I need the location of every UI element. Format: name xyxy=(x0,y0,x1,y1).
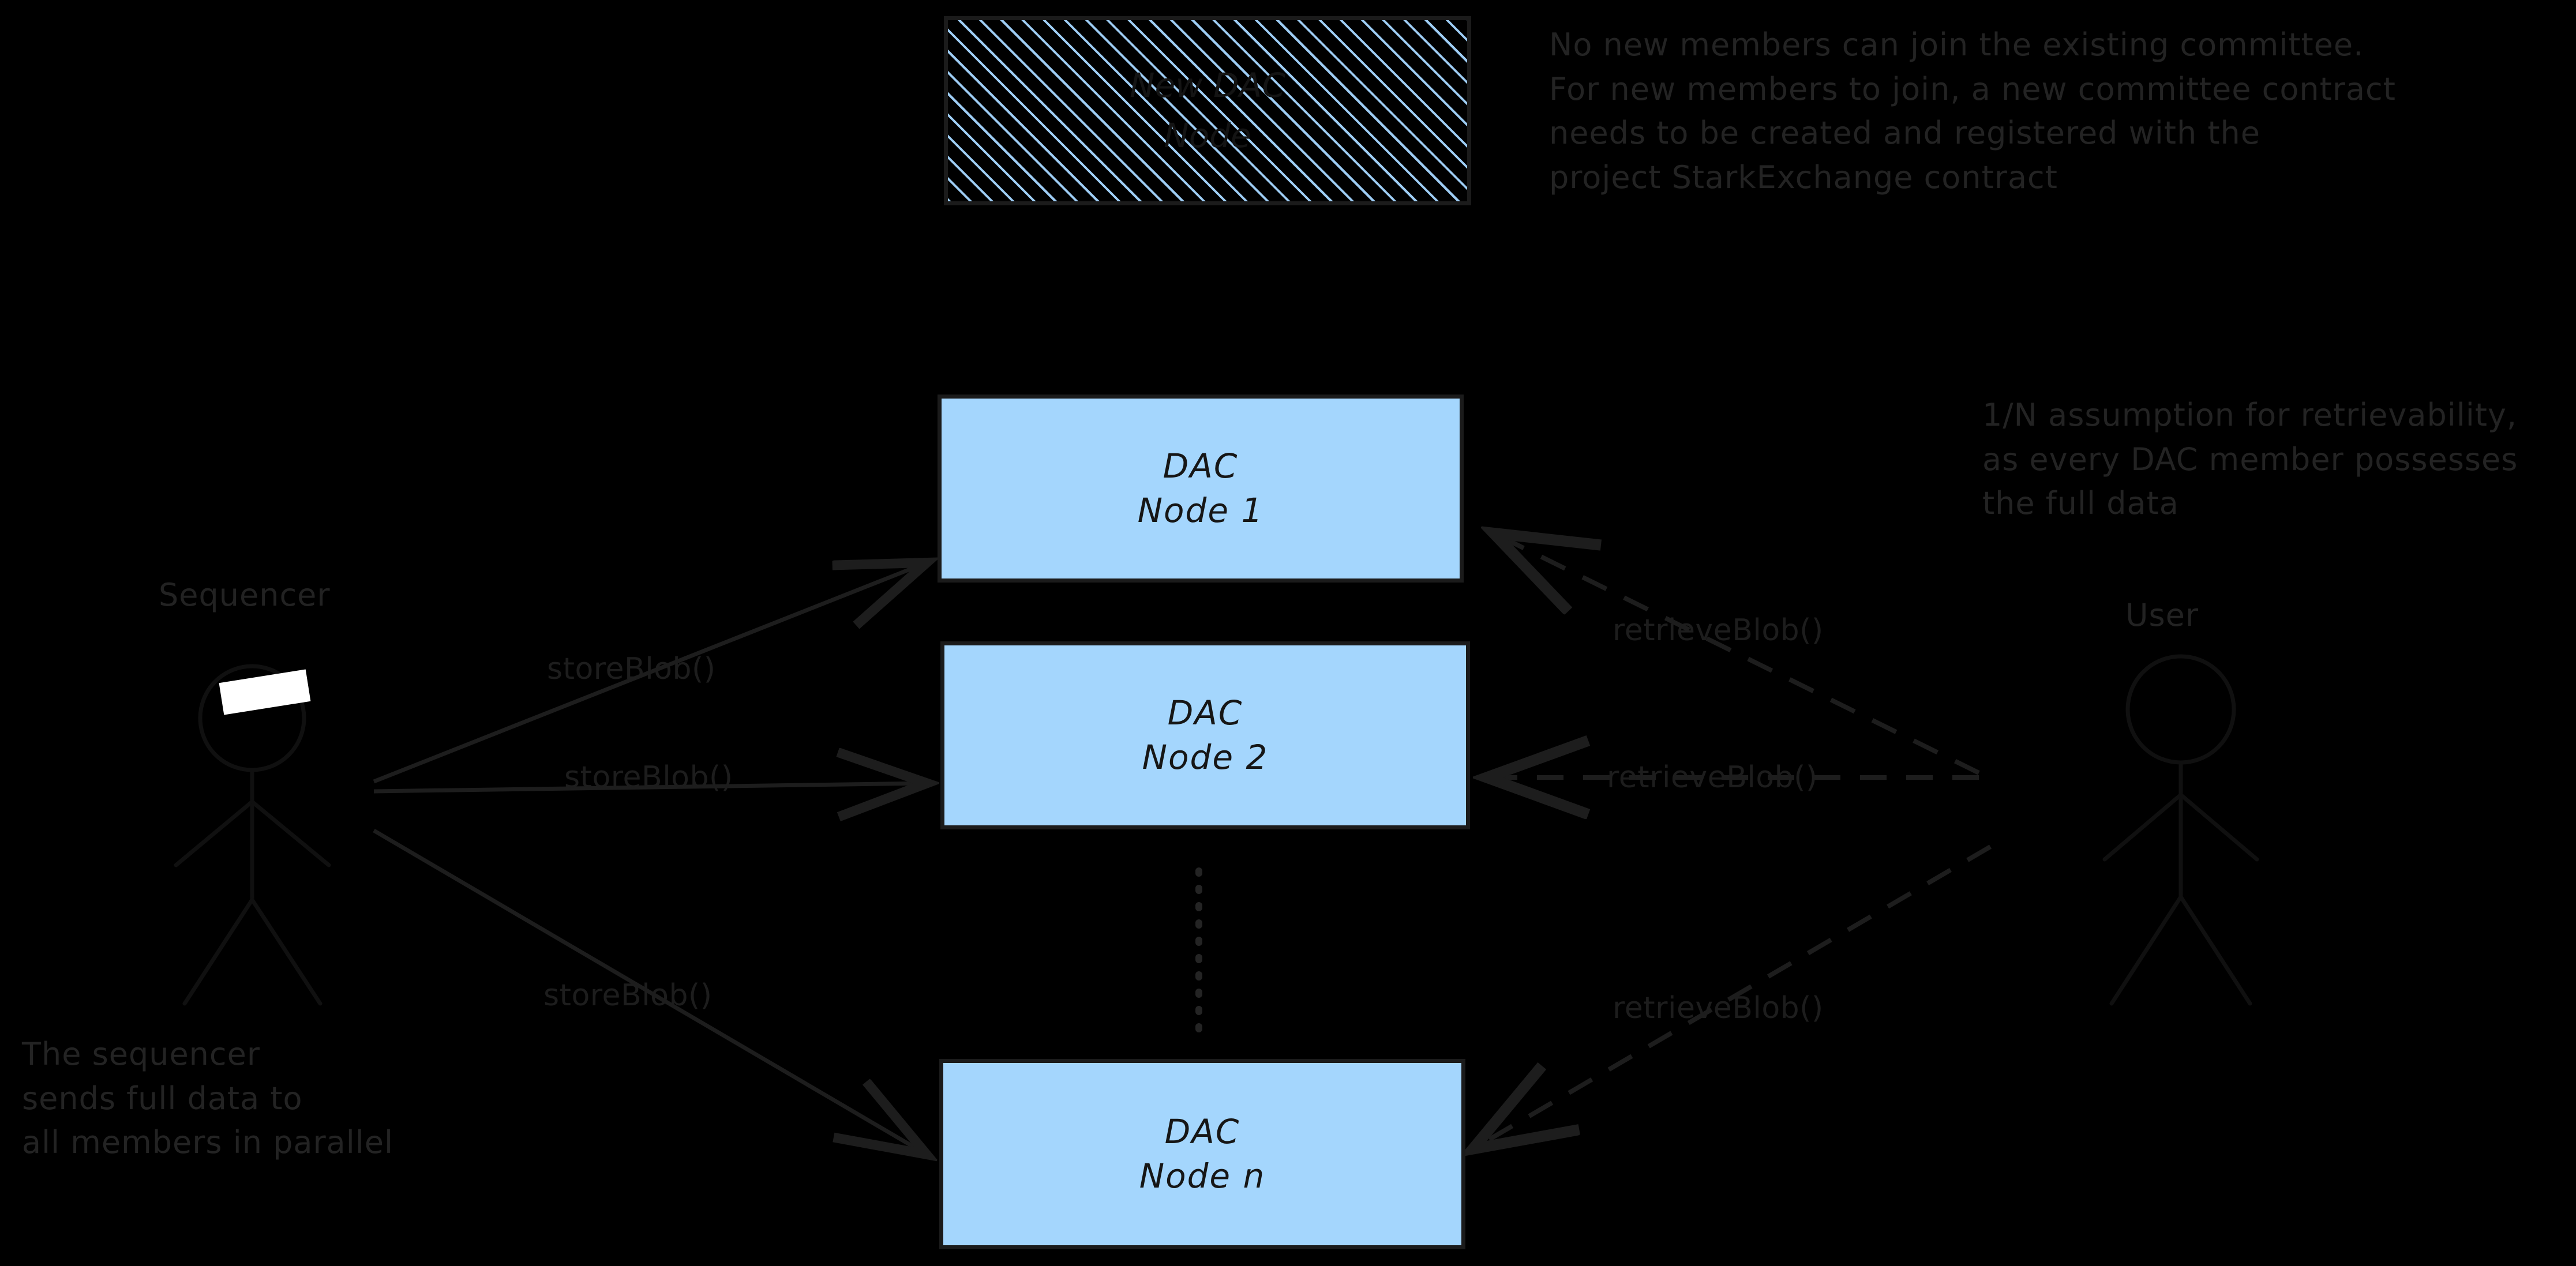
new-dac-node-line1: New DAC xyxy=(1130,66,1285,105)
dac-node-1-box[interactable]: DAC Node 1 xyxy=(938,395,1464,583)
committee-note: No new members can join the existing com… xyxy=(1549,27,2396,196)
user-stick-figure xyxy=(2102,654,2259,1006)
dac-node-2-box[interactable]: DAC Node 2 xyxy=(940,641,1470,829)
store-blob-node1-label: storeBlob() xyxy=(547,652,716,686)
sequencer-note: The sequencer sends full data to all mem… xyxy=(22,1036,393,1161)
edge-store-blob-node2 xyxy=(373,783,923,791)
sequencer-label: Sequencer xyxy=(159,577,331,613)
sequencer-stick-figure xyxy=(174,664,331,1006)
dac-node-1-line2: Node 1 xyxy=(1137,491,1264,530)
store-blob-noden-label: storeBlob() xyxy=(543,978,713,1013)
new-dac-node-line2: Node xyxy=(1164,116,1251,155)
retrieve-blob-node2-label: retrieveBlob() xyxy=(1607,760,1818,795)
retrievability-note: 1/N assumption for retrievability, as ev… xyxy=(1982,397,2518,522)
dac-node-n-line1: DAC xyxy=(1164,1112,1240,1152)
dac-node-2-line1: DAC xyxy=(1167,693,1243,733)
edge-store-blob-noden xyxy=(373,828,923,1152)
store-blob-node2-label: storeBlob() xyxy=(564,760,733,795)
dac-node-n-box[interactable]: DAC Node n xyxy=(939,1059,1465,1249)
retrieve-blob-node1-label: retrieveBlob() xyxy=(1613,613,1824,648)
user-label: User xyxy=(2125,597,2199,633)
edge-retrieve-blob-node1 xyxy=(1498,535,1980,775)
dac-node-1-line1: DAC xyxy=(1163,446,1239,486)
retrieve-blob-noden-label: retrieveBlob() xyxy=(1613,991,1824,1025)
edge-store-blob-node1 xyxy=(373,564,923,784)
edge-retrieve-blob-noden xyxy=(1477,844,1992,1147)
dac-node-n-line2: Node n xyxy=(1139,1156,1266,1196)
dac-node-2-line2: Node 2 xyxy=(1142,738,1269,777)
new-dac-node-box[interactable]: New DAC Node xyxy=(944,16,1471,205)
